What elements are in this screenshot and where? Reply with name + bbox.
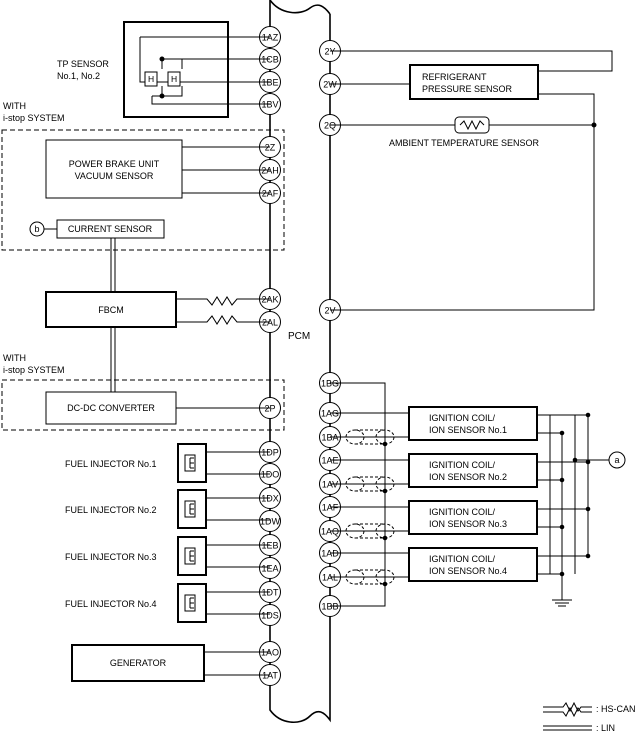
legend-hs-can: : HS-CAN [596,704,636,714]
fbcm-label: FBCM [98,305,124,315]
fuel-injector-2: FUEL INJECTOR No.2 [65,489,270,529]
left-pin-1ds: 1DS [259,604,281,626]
fuel-injector-label: FUEL INJECTOR No.1 [65,459,157,469]
tp-sensor: H H TP SENSOR No.1, No.2 [57,21,270,118]
tp-sensor-element-1 [144,71,158,87]
lin-lines [110,238,116,392]
pcm-label: PCM [288,331,310,342]
ignition-coil-label-1: IGNITION COIL/ [429,554,496,564]
refrigerant-label-2: PRESSURE SENSOR [422,84,513,94]
power-brake-label-1: POWER BRAKE UNIT [69,159,160,169]
fbcm: FBCM [45,291,270,328]
pcm-body [269,0,331,723]
ignition-coil-1: IGNITION COIL/ION SENSOR No.1 [330,406,588,447]
ignition-coil-label-2: ION SENSOR No.1 [429,425,507,435]
tp-sensor-label-2: No.1, No.2 [57,71,100,81]
fuel-injector-4: FUEL INJECTOR No.4 [65,583,270,623]
left-pin-label: 2Z [265,143,276,153]
fuel-injector-1: FUEL INJECTOR No.1 [65,443,270,483]
ignition-coil-label-1: IGNITION COIL/ [429,460,496,470]
left-pin-label: 1AT [262,671,278,681]
ignition-coil-label-2: ION SENSOR No.2 [429,472,507,482]
current-sensor-label: CURRENT SENSOR [68,224,153,234]
left-pin-label: 1DT [261,588,279,598]
marker-b-label: b [34,224,39,234]
legend: : HS-CAN : LIN [543,701,636,732]
power-brake-label-2: VACUUM SENSOR [75,171,154,181]
left-pin-1dw: 1DW [259,510,281,532]
generator-label: GENERATOR [110,658,167,668]
istop-label-1b: i-stop SYSTEM [3,113,65,123]
left-pin-label: 1AZ [262,33,279,43]
left-pin-label: 1DS [261,611,279,621]
left-pin-label: 1EA [261,564,278,574]
fuel-injector-label: FUEL INJECTOR No.3 [65,552,157,562]
legend-lin: : LIN [596,723,615,732]
marker-a: a [608,451,626,469]
generator: GENERATOR [71,644,270,682]
istop-label-2b: i-stop SYSTEM [3,365,65,375]
fuel-injector-label: FUEL INJECTOR No.2 [65,505,157,515]
tp-h1: H [148,74,154,84]
ignition-coil-label-2: ION SENSOR No.3 [429,519,507,529]
tp-sensor-element-2 [167,71,181,87]
marker-a-label: a [614,455,619,465]
istop-group-1: WITH i-stop SYSTEM POWER BRAKE UNIT VACU… [1,101,285,251]
ignition-coil-label-1: IGNITION COIL/ [429,413,496,423]
ignition-coil-label-1: IGNITION COIL/ [429,507,496,517]
fuel-injector-label: FUEL INJECTOR No.4 [65,599,157,609]
tp-h2: H [171,74,177,84]
left-pin-label: 2AF [262,189,279,199]
left-pin-label: 1DW [260,517,281,527]
refrigerant-box [409,64,539,100]
ignition-coil-label-2: ION SENSOR No.4 [429,566,507,576]
dcdc-label: DC-DC CONVERTER [67,403,155,413]
ignition-coil-2: IGNITION COIL/ION SENSOR No.2 [330,453,588,494]
istop-label-2a: WITH [3,353,26,363]
power-brake-box [45,139,183,199]
istop-group-2: WITH i-stop SYSTEM DC-DC CONVERTER [1,353,285,431]
left-pin-1ea: 1EA [259,557,281,579]
tp-sensor-label-1: TP SENSOR [57,59,109,69]
ignition-coil-4: IGNITION COIL/ION SENSOR No.4 [330,547,588,587]
fuel-injector-3: FUEL INJECTOR No.3 [65,536,270,576]
ignition-coil-3: IGNITION COIL/ION SENSOR No.3 [330,500,588,541]
right-sensors: REFRIGERANT PRESSURE SENSOR AMBIENT TEMP… [330,50,613,311]
refrigerant-label-1: REFRIGERANT [422,72,487,82]
istop-label-1a: WITH [3,101,26,111]
ambient-label: AMBIENT TEMPERATURE SENSOR [389,138,540,148]
